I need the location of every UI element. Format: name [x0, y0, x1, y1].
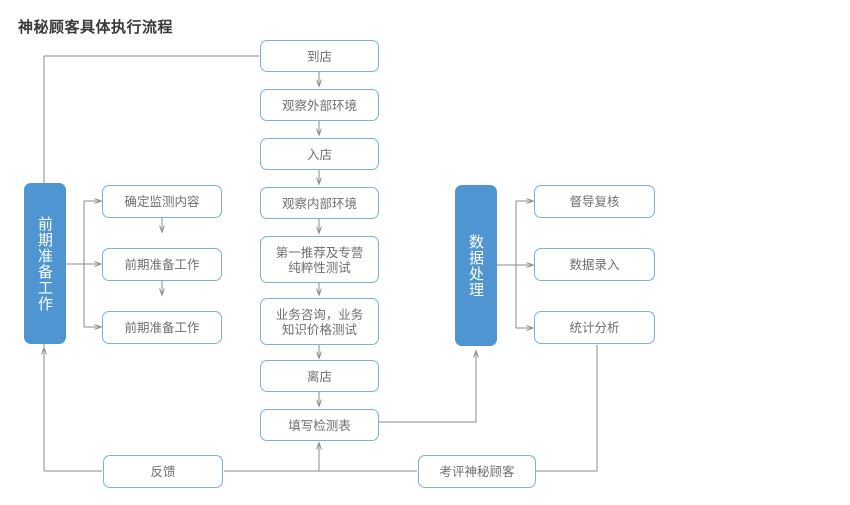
node-first-recommendation-line1: 第一推荐及专营 — [275, 244, 364, 260]
node-observe-interior-label: 观察内部环境 — [281, 195, 357, 211]
node-preparation-work-1-label: 前期准备工作 — [124, 257, 200, 272]
node-evaluate-mystery-shopper-label: 考评神秘顾客 — [439, 464, 515, 479]
wire-right-pillar-to-stat — [515, 265, 533, 328]
node-observe-exterior-label: 观察外部环境 — [281, 97, 357, 113]
node-arrive-label: 到店 — [306, 48, 332, 64]
wire-stat-to-evaluate — [536, 345, 598, 472]
node-define-monitoring-scope-label: 确定监测内容 — [124, 194, 200, 209]
node-statistical-analysis[interactable]: 统计分析 — [534, 311, 655, 344]
wire-right-pillar-to-supervise — [515, 201, 533, 265]
node-business-consultation-line2: 知识价格测试 — [281, 321, 357, 337]
node-evaluate-mystery-shopper[interactable]: 考评神秘顾客 — [418, 455, 536, 488]
wire-left-pillar-to-prep-2 — [83, 264, 101, 327]
wire-left-pillar-to-define-scope — [83, 201, 101, 264]
node-business-consultation-line1: 业务咨询，业务 — [275, 306, 364, 322]
node-data-entry-label: 数据录入 — [569, 257, 620, 272]
node-fill-inspection-form[interactable]: 填写检测表 — [260, 409, 379, 441]
node-enter-store[interactable]: 入店 — [260, 138, 379, 170]
node-observe-exterior[interactable]: 观察外部环境 — [260, 89, 379, 121]
node-feedback[interactable]: 反馈 — [103, 455, 223, 488]
node-supervisor-review[interactable]: 督导复核 — [534, 185, 655, 218]
node-leave-store-label: 离店 — [306, 368, 332, 384]
wire-fill-form-to-right-pillar — [379, 351, 476, 423]
node-data-entry[interactable]: 数据录入 — [534, 248, 655, 281]
node-business-consultation-test[interactable]: 业务咨询，业务 知识价格测试 — [260, 298, 379, 345]
node-supervisor-review-label: 督导复核 — [569, 194, 620, 209]
node-first-recommendation-test[interactable]: 第一推荐及专营 纯粹性测试 — [260, 236, 379, 283]
node-arrive[interactable]: 到店 — [260, 40, 379, 72]
node-preparation-work-2[interactable]: 前期准备工作 — [102, 311, 222, 344]
pillar-right-label: 数据处理 — [467, 233, 485, 298]
node-statistical-analysis-label: 统计分析 — [569, 320, 620, 335]
node-enter-store-label: 入店 — [306, 146, 332, 162]
pillar-left-label: 前期准备工作 — [36, 215, 54, 312]
pillar-right-data-processing[interactable]: 数据处理 — [455, 185, 497, 346]
page-title: 神秘顾客具体执行流程 — [18, 18, 174, 36]
node-preparation-work-2-label: 前期准备工作 — [124, 320, 200, 335]
pillar-left-preparation[interactable]: 前期准备工作 — [24, 183, 66, 344]
node-first-recommendation-line2: 纯粹性测试 — [288, 259, 351, 275]
node-leave-store[interactable]: 离店 — [260, 360, 379, 392]
node-define-monitoring-scope[interactable]: 确定监测内容 — [102, 185, 222, 218]
node-preparation-work-1[interactable]: 前期准备工作 — [102, 248, 222, 281]
node-observe-interior[interactable]: 观察内部环境 — [260, 187, 379, 219]
node-fill-inspection-form-label: 填写检测表 — [288, 417, 351, 433]
node-feedback-label: 反馈 — [150, 464, 176, 479]
